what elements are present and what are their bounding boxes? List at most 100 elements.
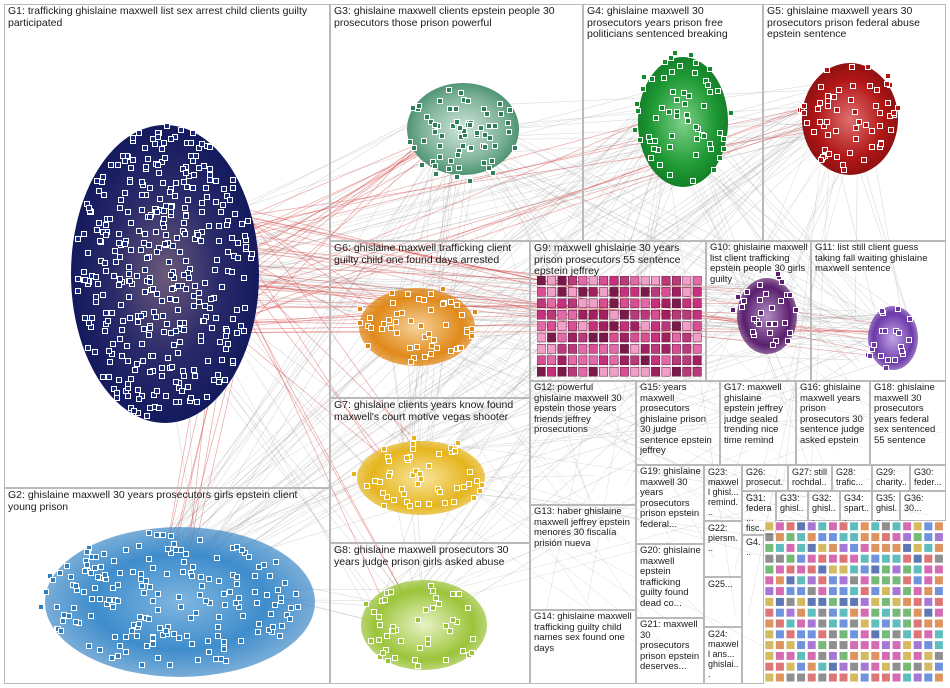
edge — [381, 313, 888, 454]
g9-node — [547, 298, 557, 309]
small-group-node — [891, 543, 902, 553]
g9-node — [692, 309, 702, 320]
group-g7-label: G7: ghislaine clients years know found m… — [334, 400, 514, 423]
group-g26-box: G26: prosecut... — [742, 465, 788, 497]
node — [442, 321, 449, 328]
node — [421, 137, 428, 144]
g9-node — [547, 355, 557, 366]
g9-node — [651, 366, 661, 377]
node — [481, 106, 488, 113]
node — [693, 152, 700, 159]
group-g16-box: G16: ghislaine maxwell years prison pros… — [796, 381, 870, 465]
small-group-node — [828, 564, 838, 575]
node — [471, 494, 478, 501]
group-g4-label: G4: ghislaine maxwell 30 prosecutors yea… — [587, 6, 728, 40]
node — [235, 595, 242, 602]
node — [97, 647, 104, 654]
node — [213, 314, 220, 321]
node — [877, 352, 884, 359]
g9-node — [682, 309, 692, 320]
node — [169, 242, 176, 249]
edge — [402, 334, 816, 493]
small-group-node — [828, 618, 838, 629]
node — [478, 482, 485, 489]
node — [787, 291, 794, 298]
group-g20-label: G20: ghislaine maxwell epstein trafficki… — [640, 546, 701, 609]
node — [193, 398, 200, 405]
node — [133, 633, 140, 640]
small-group-node — [838, 564, 849, 575]
g9-node — [640, 309, 650, 320]
small-group-node — [796, 586, 806, 596]
node — [419, 161, 426, 168]
small-group-node — [849, 608, 859, 618]
node — [406, 138, 413, 145]
node — [86, 319, 93, 326]
g9-node — [547, 332, 557, 343]
node — [477, 487, 484, 494]
node — [853, 125, 860, 132]
node — [886, 113, 893, 120]
node — [425, 463, 432, 470]
edge — [788, 301, 860, 370]
small-group-node — [775, 554, 785, 564]
node — [410, 145, 417, 152]
g9-node — [557, 366, 567, 377]
node — [420, 297, 427, 304]
small-group-node — [891, 618, 902, 629]
node — [870, 342, 877, 349]
g9-node — [588, 298, 598, 309]
node — [179, 568, 186, 575]
g9-node — [630, 298, 640, 309]
node — [469, 325, 476, 332]
node — [263, 591, 270, 598]
node — [876, 122, 883, 129]
edge — [392, 332, 819, 532]
group-g3-label: G3: ghislaine maxwell clients epstein pe… — [334, 6, 555, 29]
node — [393, 319, 400, 326]
node — [673, 112, 680, 119]
edge — [390, 303, 890, 553]
node — [446, 627, 453, 634]
node — [182, 551, 189, 558]
node — [701, 133, 708, 140]
small-group-node — [838, 575, 849, 585]
node — [190, 367, 197, 374]
small-group-node — [807, 672, 817, 683]
edge — [419, 298, 891, 321]
node — [450, 591, 457, 598]
node — [457, 345, 464, 352]
node — [428, 307, 435, 314]
small-group-node — [849, 640, 859, 650]
g9-node — [578, 366, 588, 377]
small-group-node — [870, 597, 880, 607]
node — [100, 291, 107, 298]
node — [230, 185, 237, 192]
small-group-node — [807, 640, 817, 650]
small-group-node — [838, 629, 849, 639]
small-group-node — [881, 662, 891, 672]
edge — [402, 94, 832, 300]
g9-node — [682, 355, 692, 366]
node — [196, 290, 203, 297]
small-group-node — [775, 662, 785, 672]
node — [239, 612, 246, 619]
small-groups-grid — [764, 521, 944, 683]
g9-node — [578, 344, 588, 354]
node — [124, 358, 131, 365]
node — [428, 343, 435, 350]
node — [504, 120, 511, 127]
small-group-node — [817, 640, 827, 650]
node — [874, 86, 881, 93]
group-g31-box: G31: federa... fisc... — [742, 491, 776, 535]
node — [254, 628, 261, 635]
node — [363, 600, 370, 607]
node — [417, 323, 424, 330]
node — [109, 341, 116, 348]
node — [189, 564, 196, 571]
node — [425, 641, 432, 648]
g9-node — [588, 366, 598, 377]
edge — [675, 127, 880, 592]
node — [88, 595, 95, 602]
group-g16-label: G16: ghislaine maxwell years prison pros… — [800, 383, 865, 446]
